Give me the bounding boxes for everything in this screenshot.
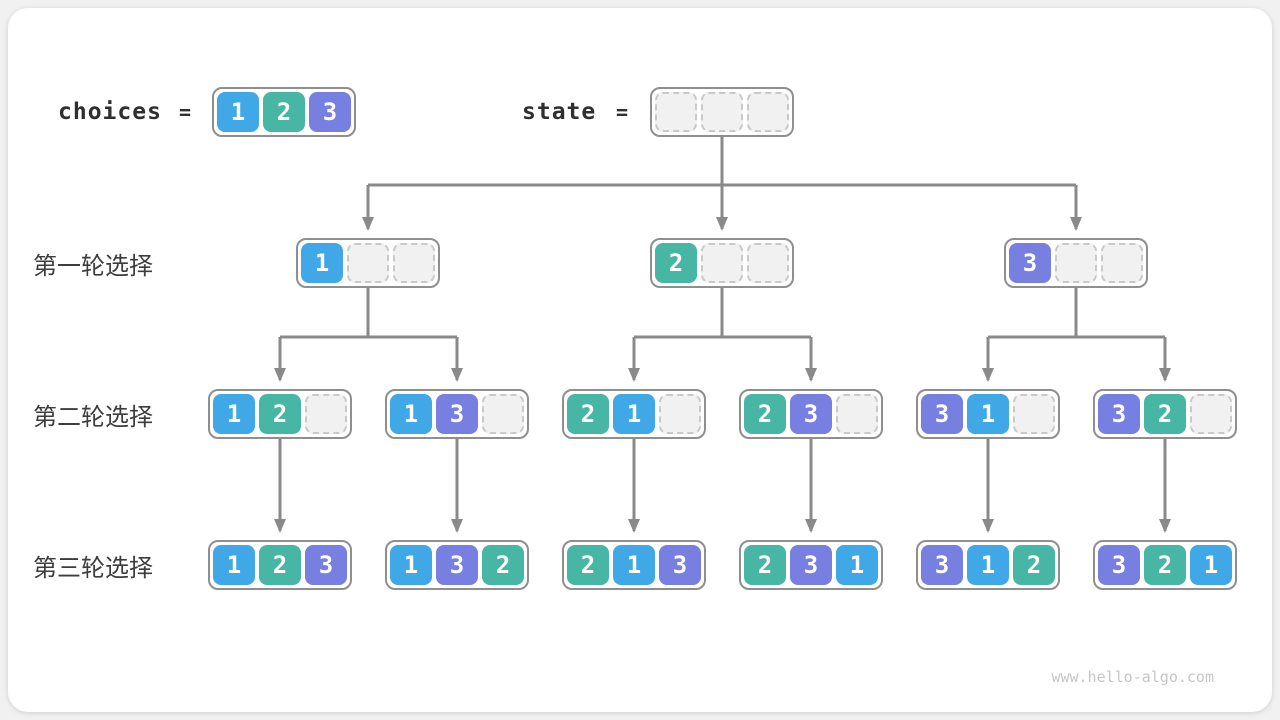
empty-cell — [305, 394, 347, 434]
empty-cell — [655, 92, 697, 132]
state-array — [650, 87, 794, 137]
cell-value-3: 3 — [921, 394, 963, 434]
cell-value-1: 1 — [613, 394, 655, 434]
cell-value-3: 3 — [436, 545, 478, 585]
cell-value-3: 3 — [921, 545, 963, 585]
cell-value-2: 2 — [1013, 545, 1055, 585]
empty-cell — [701, 92, 743, 132]
cell-value-2: 2 — [482, 545, 524, 585]
cell-value-3: 3 — [790, 394, 832, 434]
empty-cell — [482, 394, 524, 434]
round1-node-1: 1 — [296, 238, 440, 288]
empty-cell — [747, 243, 789, 283]
round1-node-3: 3 — [1004, 238, 1148, 288]
cell-value-3: 3 — [659, 545, 701, 585]
empty-cell — [347, 243, 389, 283]
empty-cell — [1101, 243, 1143, 283]
cell-value-1: 1 — [967, 545, 1009, 585]
cell-value-1: 1 — [213, 394, 255, 434]
cell-value-2: 2 — [567, 394, 609, 434]
choices-equals-sign: = — [179, 100, 192, 124]
state-label: state — [522, 99, 597, 125]
cell-value-2: 2 — [259, 394, 301, 434]
cell-value-1: 1 — [213, 545, 255, 585]
state-equals-sign: = — [616, 100, 629, 124]
empty-cell — [1055, 243, 1097, 283]
empty-cell — [393, 243, 435, 283]
empty-cell — [1190, 394, 1232, 434]
cell-value-1: 1 — [390, 394, 432, 434]
cell-value-2: 2 — [744, 394, 786, 434]
cell-value-1: 1 — [301, 243, 343, 283]
choices-label: choices — [58, 99, 162, 125]
empty-cell — [701, 243, 743, 283]
cell-value-3: 3 — [305, 545, 347, 585]
empty-cell — [1013, 394, 1055, 434]
round-1-label: 第一轮选择 — [33, 251, 153, 280]
cell-value-1: 1 — [613, 545, 655, 585]
cell-value-3: 3 — [1098, 394, 1140, 434]
cell-value-3: 3 — [436, 394, 478, 434]
round-2-label: 第二轮选择 — [33, 402, 153, 431]
cell-value-2: 2 — [567, 545, 609, 585]
cell-value-3: 3 — [309, 92, 351, 132]
cell-value-1: 1 — [390, 545, 432, 585]
empty-cell — [659, 394, 701, 434]
cell-value-2: 2 — [1144, 394, 1186, 434]
cell-value-1: 1 — [1190, 545, 1232, 585]
cell-value-2: 2 — [655, 243, 697, 283]
cell-value-2: 2 — [259, 545, 301, 585]
watermark-url: www.hello-algo.com — [1051, 668, 1214, 686]
cell-value-2: 2 — [263, 92, 305, 132]
cell-value-3: 3 — [790, 545, 832, 585]
cell-value-1: 1 — [967, 394, 1009, 434]
empty-cell — [836, 394, 878, 434]
cell-value-3: 3 — [1009, 243, 1051, 283]
cell-value-3: 3 — [1098, 545, 1140, 585]
round1-node-2: 2 — [650, 238, 794, 288]
round-3-label: 第三轮选择 — [33, 553, 153, 582]
cell-value-2: 2 — [744, 545, 786, 585]
cell-value-1: 1 — [217, 92, 259, 132]
cell-value-1: 1 — [836, 545, 878, 585]
cell-value-2: 2 — [1144, 545, 1186, 585]
empty-cell — [747, 92, 789, 132]
